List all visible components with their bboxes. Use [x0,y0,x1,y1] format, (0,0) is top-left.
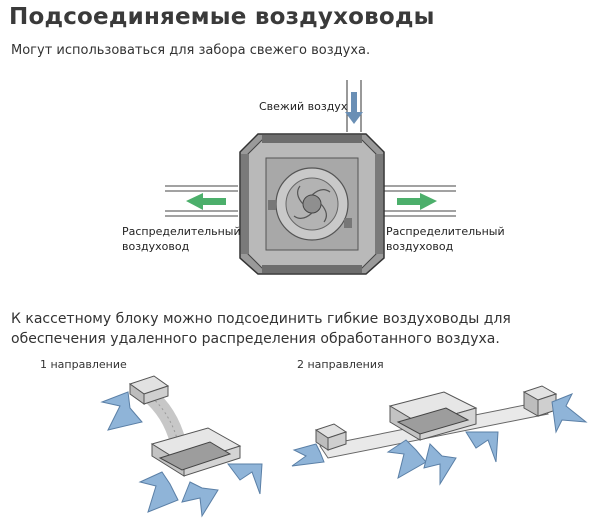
right-duct-label-line1: Распределительный [386,225,505,238]
duct-outlet-box-image [128,375,170,405]
two-directions-illustration [291,385,588,486]
page-subtitle: Могут использоваться для забора свежего … [11,43,371,58]
cassette-unit-image [388,391,478,441]
one-direction-illustration [100,375,263,518]
left-duct-label-line1: Распределительный [122,225,241,238]
left-duct-label-line2: воздуховод [122,240,190,253]
cassette-duct-diagram [165,80,456,275]
fresh-air-arrow-icon [345,92,363,124]
fresh-air-label: Свежий воздух [259,100,348,113]
page-title: Подсоединяемые воздуховоды [9,4,435,30]
description-paragraph: К кассетному блоку можно подсоединить ги… [11,311,511,347]
caption-two-directions: 2 направления [297,358,384,371]
left-outlet-box-image [314,423,348,451]
cassette-unit-image [239,133,385,275]
caption-one-direction: 1 направление [40,358,127,371]
left-duct-arrow-icon [186,193,226,210]
right-duct-arrow-icon [397,193,437,210]
cassette-unit-image [150,427,242,477]
right-outlet-box-image [522,385,558,417]
right-duct-label-line2: воздуховод [386,240,454,253]
